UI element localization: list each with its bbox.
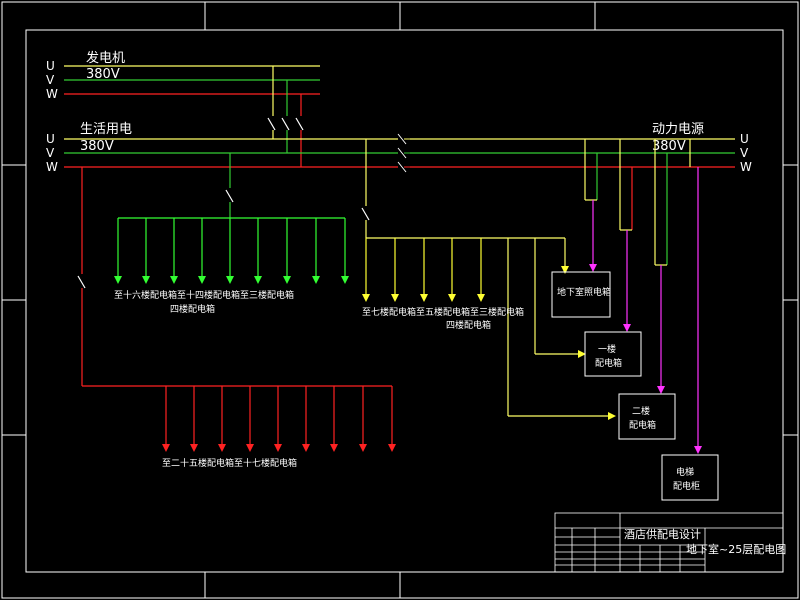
gen-phase-w: W	[46, 87, 58, 101]
green-branch-arrow-6	[254, 276, 262, 284]
generator-title: 发电机	[86, 50, 125, 66]
power-drops	[584, 139, 699, 448]
elevator-box-line1: 电梯	[676, 466, 694, 478]
green-caption-2: 四楼配电箱	[170, 303, 215, 315]
first-floor-box-line2: 配电箱	[595, 357, 622, 369]
green-branches	[114, 218, 349, 284]
green-branch-arrow-9	[341, 276, 349, 284]
gen-phase-u: U	[46, 59, 55, 73]
yellow-caption-2: 四楼配电箱	[446, 319, 491, 331]
basement-box: 地下室照电箱	[551, 271, 611, 318]
red-branch-arrow-4	[246, 444, 254, 452]
red-branch-arrow-5	[274, 444, 282, 452]
second-floor-box: 二楼 配电箱	[618, 393, 676, 440]
generator-tie-switches	[267, 66, 304, 167]
red-branch-arrow-1	[162, 444, 170, 452]
generator-bus	[64, 65, 320, 95]
living-phase-v: V	[46, 146, 55, 160]
power-title: 动力电源	[652, 122, 704, 137]
first-floor-box-line1: 一楼	[598, 343, 616, 355]
title-block	[554, 512, 784, 573]
red-caption: 至二十五楼配电箱至十七楼配电箱	[162, 457, 297, 469]
green-branch-arrow-5	[226, 276, 234, 284]
red-branch-arrow-3	[218, 444, 226, 452]
green-group-feed	[118, 153, 345, 219]
gen-phase-v: V	[46, 73, 55, 87]
green-caption-1: 至十六楼配电箱至十四楼配电箱至三楼配电箱	[114, 289, 294, 301]
bus-tie-switch	[397, 133, 410, 173]
elevator-box: 电梯 配电柜	[661, 454, 719, 501]
yellow-branches	[362, 238, 485, 302]
yellow-branch-arrow-4	[448, 294, 456, 302]
power-drop-arrows	[589, 264, 702, 454]
red-branch-arrow-7	[330, 444, 338, 452]
living-voltage: 380V	[80, 139, 114, 154]
red-branches	[162, 386, 396, 452]
power-voltage: 380V	[652, 139, 686, 154]
red-group-feed	[77, 167, 392, 387]
green-branch-arrow-3	[170, 276, 178, 284]
title-block-project: 酒店供配电设计	[624, 527, 701, 541]
elevator-box-line2: 配电柜	[673, 480, 700, 492]
second-floor-box-line1: 二楼	[632, 405, 650, 417]
red-branch-arrow-8	[359, 444, 367, 452]
yellow-group-feed	[361, 139, 610, 417]
yellow-branch-arrow-3	[420, 294, 428, 302]
yellow-branch-arrow-1	[362, 294, 370, 302]
generator-voltage: 380V	[86, 67, 120, 82]
yellow-feed-arrows	[561, 266, 616, 420]
green-branch-arrow-2	[142, 276, 150, 284]
title-block-drawing: 地下室~25层配电图	[686, 542, 786, 556]
basement-box-label: 地下室照电箱	[557, 286, 611, 298]
yellow-branch-arrow-5	[477, 294, 485, 302]
red-branch-arrow-9	[388, 444, 396, 452]
green-branch-arrow-4	[198, 276, 206, 284]
living-title: 生活用电	[80, 122, 132, 137]
living-phase-u: U	[46, 132, 55, 146]
green-branch-arrow-7	[283, 276, 291, 284]
red-branch-arrow-6	[302, 444, 310, 452]
second-floor-box-line2: 配电箱	[629, 419, 656, 431]
main-bus	[64, 138, 735, 168]
power-phase-w: W	[740, 160, 752, 174]
yellow-caption-1: 至七楼配电箱至五楼配电箱至三楼配电箱	[362, 306, 524, 318]
living-phase-w: W	[46, 160, 58, 174]
yellow-branch-arrow-2	[391, 294, 399, 302]
green-branch-arrow-1	[114, 276, 122, 284]
power-phase-u: U	[740, 132, 749, 146]
green-branch-arrow-8	[312, 276, 320, 284]
red-branch-arrow-2	[190, 444, 198, 452]
power-phase-v: V	[740, 146, 749, 160]
first-floor-box: 一楼 配电箱	[584, 331, 642, 377]
